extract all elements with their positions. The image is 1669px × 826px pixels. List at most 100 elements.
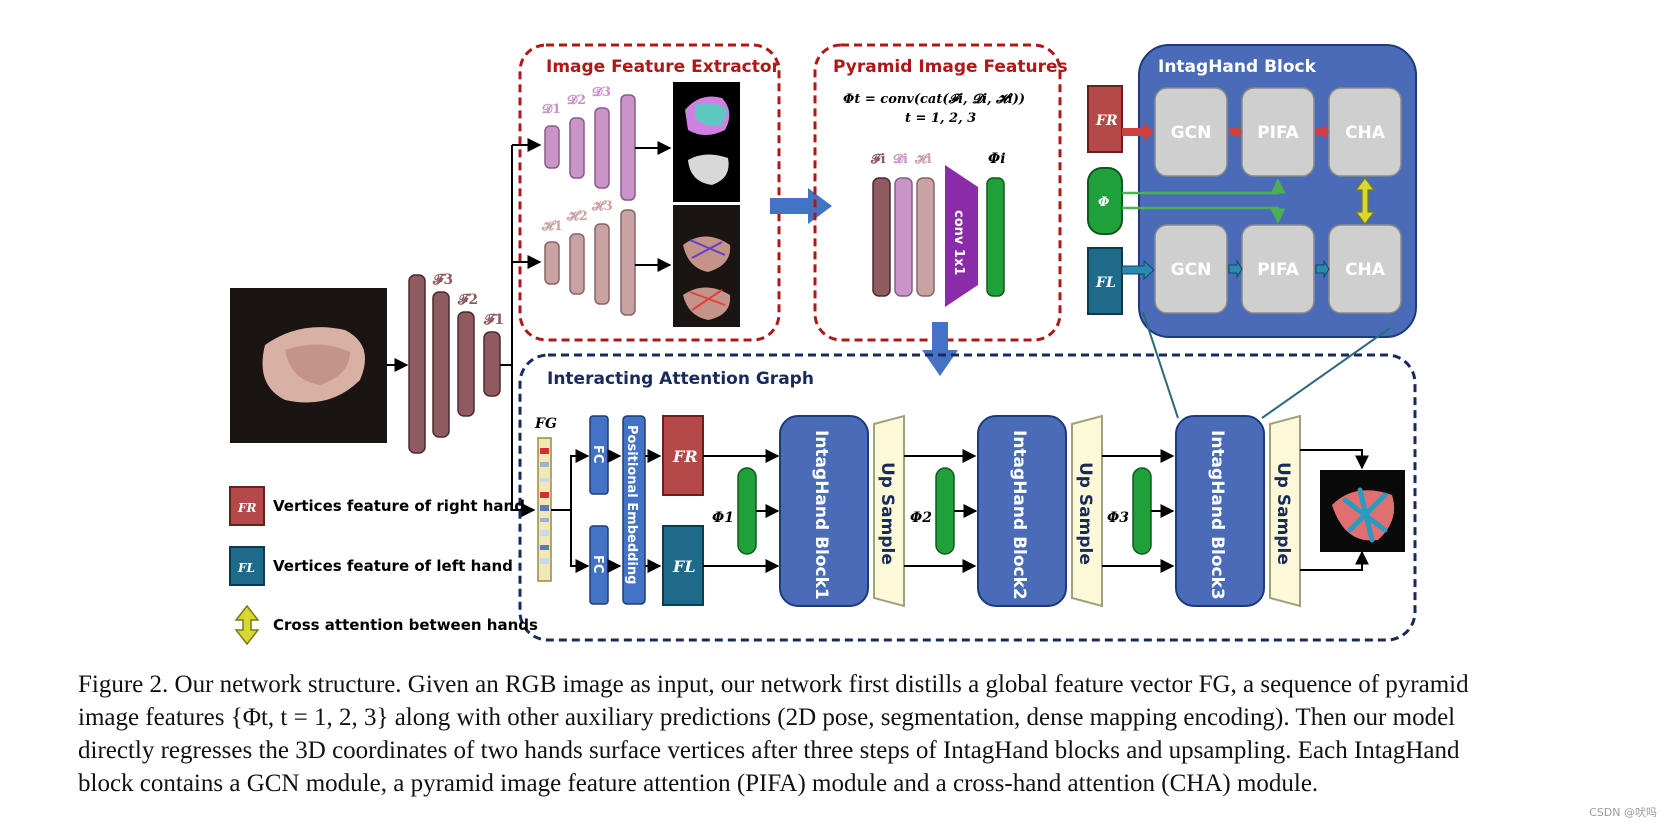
- phi2-capsule: [935, 467, 955, 555]
- input-hand-image: [230, 288, 387, 443]
- fc-top-label: FC: [590, 445, 605, 463]
- pyramid-t: t = 1, 2, 3: [905, 111, 976, 126]
- legend-cross-label: Cross attention between hands: [273, 616, 538, 634]
- pyramid-box: [813, 43, 1062, 342]
- pyramid-f-bar: [872, 177, 891, 297]
- intaghand-block3[interactable]: [1175, 415, 1265, 607]
- graph-fr-label: FR: [672, 447, 698, 466]
- encoder-features: [408, 274, 501, 454]
- phi1-capsule: [737, 467, 757, 555]
- fg-arrows: [551, 449, 590, 573]
- label-h3: 𝓗3: [591, 199, 613, 214]
- label-h2: 𝓗2: [566, 209, 588, 224]
- legend-fr-text: FR: [237, 501, 257, 515]
- legend-left-label: Vertices feature of left hand: [273, 557, 513, 575]
- graph-fr: [662, 415, 704, 496]
- legend-fl-swatch: [229, 546, 265, 586]
- detail-connector-lines: [1142, 311, 1391, 419]
- upsample2-label: Up Sample: [1075, 462, 1095, 565]
- cha-top-label: CHA: [1345, 123, 1386, 143]
- extractor-title: Image Feature Extractor: [546, 57, 781, 77]
- extractor-output-arrows: [635, 141, 672, 272]
- label-f2: 𝓕2: [457, 292, 478, 308]
- block-fl-input: [1087, 247, 1123, 315]
- fc-bottom-label: FC: [590, 555, 605, 573]
- block3-label: IntagHand Block3: [1207, 430, 1227, 600]
- arrow-fr-to-gcn: [1122, 123, 1154, 141]
- label-hi: 𝓗i: [914, 152, 932, 167]
- pyramid-formula: Φt = conv(cat(𝓕i, 𝓓i, 𝓗i)): [843, 92, 1025, 107]
- module-grid: [1154, 87, 1402, 314]
- cha-bottom-label: CHA: [1345, 260, 1386, 280]
- positional-embedding[interactable]: [622, 415, 646, 605]
- legend-fr-swatch: [229, 486, 265, 526]
- block2-label: IntagHand Block2: [1009, 430, 1029, 600]
- pyramid-d-bar: [894, 177, 913, 297]
- label-h1: 𝓗1: [541, 219, 563, 234]
- phi1-label: Φ1: [712, 510, 734, 526]
- network-diagram: 𝓕3 𝓕2 𝓕1 Image Feature Extractor 𝓓1 𝓓2 𝓓…: [229, 43, 1417, 646]
- block1-label: IntagHand Block1: [811, 430, 831, 600]
- block-fr-input: [1087, 85, 1123, 153]
- caption-line-3: directly regresses the 3D coordinates of…: [78, 737, 1460, 764]
- module-arrows: [1228, 124, 1330, 279]
- label-di: 𝓓i: [893, 152, 908, 167]
- pifa-top-label: PIFA: [1257, 123, 1299, 143]
- pyramid-h-bar: [916, 177, 935, 297]
- gcn-bottom-label: GCN: [1171, 260, 1212, 280]
- legend-right-label: Vertices feature of right hand: [273, 497, 525, 515]
- pifa-bottom-label: PIFA: [1257, 260, 1299, 280]
- gcn-top-label: GCN: [1171, 123, 1212, 143]
- output-arrows: [1300, 449, 1369, 571]
- graph-title: Interacting Attention Graph: [547, 369, 814, 389]
- d-bars: [544, 94, 636, 201]
- aux-prediction-images: [673, 82, 740, 327]
- block-phi-input: [1087, 167, 1123, 235]
- pos-emb-label: Positional Embedding: [624, 425, 639, 584]
- upsample2: [1071, 414, 1103, 608]
- block-title: IntagHand Block: [1158, 57, 1317, 77]
- label-f3: 𝓕3: [432, 272, 453, 288]
- block2-to-block3-arrows: [1102, 449, 1175, 573]
- label-f1: 𝓕1: [483, 312, 504, 328]
- graph-box: [518, 353, 1417, 642]
- pe-to-features-arrows: [645, 449, 662, 573]
- legend-fl-text: FL: [237, 561, 255, 575]
- block-fl-label: FL: [1095, 275, 1116, 291]
- label-fi: 𝓕i: [870, 152, 886, 167]
- figure-caption: Figure 2. Our network structure. Given a…: [78, 668, 1578, 800]
- fg-label: FG: [534, 416, 557, 432]
- output-hand-image: [1320, 470, 1405, 552]
- upsample1: [873, 414, 905, 608]
- caption-line-1: Figure 2. Our network structure. Given a…: [78, 671, 1469, 698]
- label-d1: 𝓓1: [542, 102, 561, 117]
- fc-to-pe-arrows: [607, 449, 622, 573]
- caption-line-2: image features {Φt, t = 1, 2, 3} along w…: [78, 704, 1456, 731]
- phi3-capsule: [1132, 467, 1152, 555]
- cha-cross-arrow: [1354, 177, 1376, 225]
- block-phi-label: Φ: [1098, 195, 1110, 210]
- feature-to-block1-arrows: [703, 449, 780, 573]
- graph-fl-label: FL: [672, 557, 696, 576]
- extractor-box: [518, 43, 781, 342]
- block1-to-block2-arrows: [904, 449, 977, 573]
- label-phi-i: Φi: [988, 151, 1006, 167]
- legend-cross-icon: [234, 604, 260, 646]
- phi-connection-lines: [1122, 178, 1286, 224]
- phi2-label: Φ2: [910, 510, 932, 526]
- label-d3: 𝓓3: [592, 85, 611, 100]
- fg-vector: [537, 437, 552, 582]
- conv-label: conv 1x1: [951, 210, 966, 275]
- intaghand-block1[interactable]: [779, 415, 869, 607]
- h-bars: [544, 209, 636, 316]
- upsample1-label: Up Sample: [877, 462, 897, 565]
- arrow-fl-to-gcn: [1121, 259, 1155, 281]
- arrow-pyramid-to-graph: [922, 322, 958, 376]
- upsample3: [1269, 414, 1301, 608]
- conv-trapezoid: [945, 165, 978, 307]
- label-d2: 𝓓2: [567, 93, 586, 108]
- block-fr-label: FR: [1095, 113, 1118, 129]
- branch-lines: [500, 138, 542, 517]
- phi3-label: Φ3: [1107, 510, 1129, 526]
- intaghand-block2[interactable]: [977, 415, 1067, 607]
